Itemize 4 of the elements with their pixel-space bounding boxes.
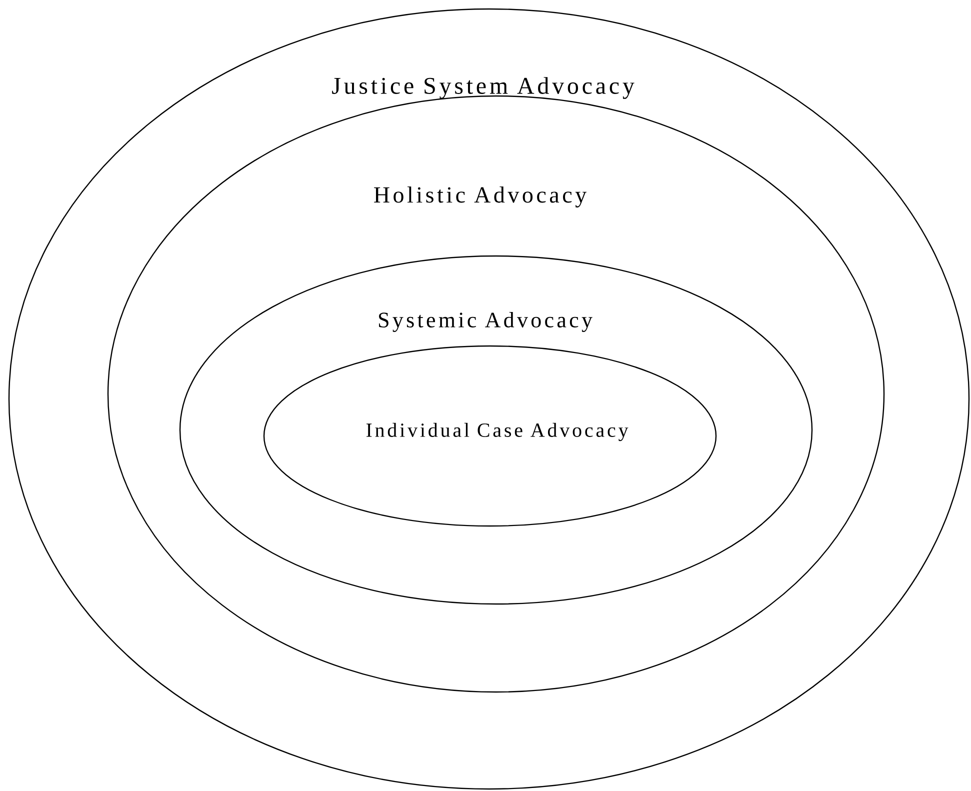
- ellipse-label: Holistic Advocacy: [374, 186, 587, 208]
- ellipse-label: Justice System Advocacy: [332, 77, 634, 99]
- ellipse-label: Systemic Advocacy: [379, 312, 592, 332]
- ellipse-label: Individual Case Advocacy: [366, 422, 628, 442]
